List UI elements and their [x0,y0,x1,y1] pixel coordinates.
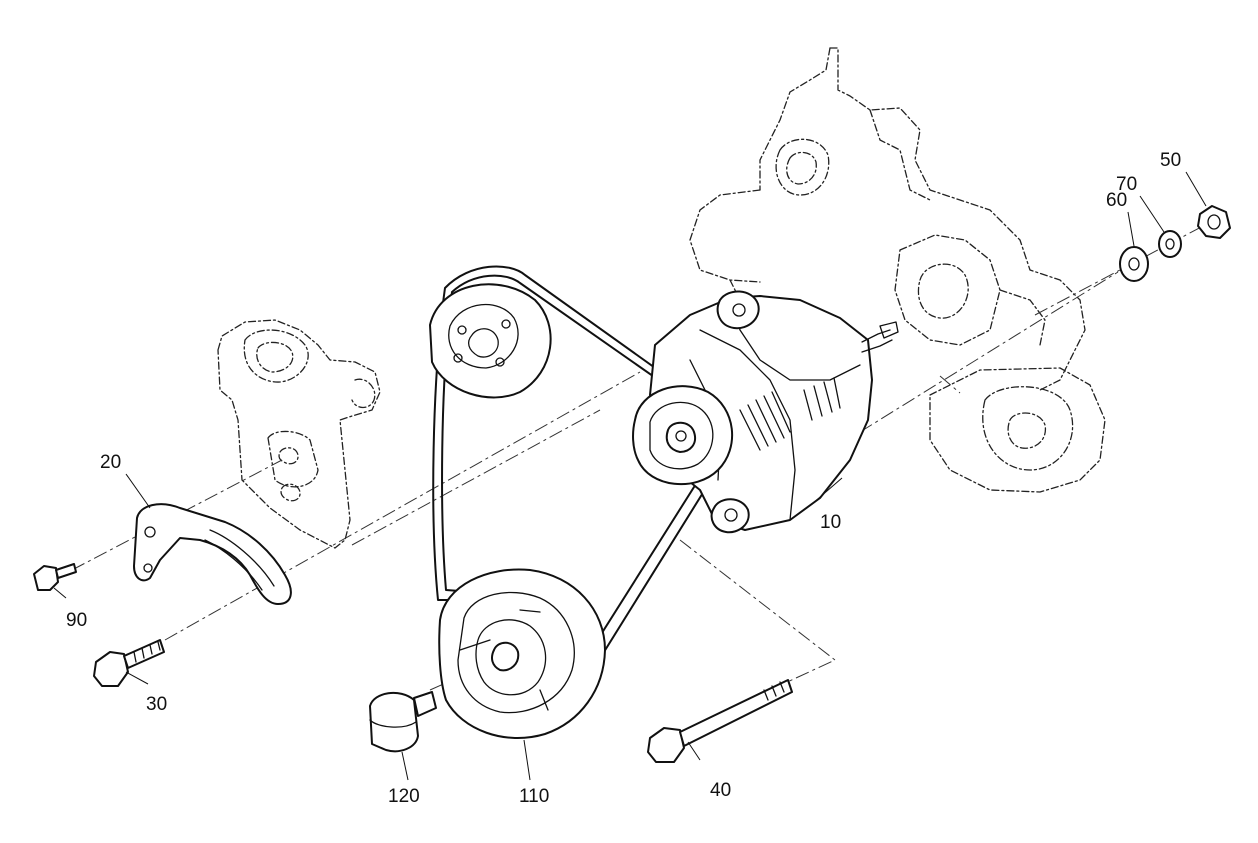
callout-40: 40 [710,780,731,801]
leader-20 [125,473,151,509]
callout-10: 10 [820,512,841,533]
bolt-120 [369,691,437,753]
callout-60: 60 [1106,190,1127,211]
thermostat-housing-ghost [217,319,381,549]
leader-70 [1139,195,1165,233]
adjusting-bracket [133,503,292,605]
washer-60 [1119,246,1149,282]
callout-70: 70 [1116,174,1137,195]
nut-50 [1197,205,1231,239]
callout-50: 50 [1160,150,1181,171]
callout-20: 20 [100,452,121,473]
engine-block-ghost [689,47,1106,493]
alternator [632,290,899,534]
leader-30 [125,671,149,685]
leader-10 [811,477,843,505]
crankshaft-pulley [438,568,606,739]
bolt-30 [93,639,165,687]
callout-labels: 10 20 30 40 50 60 70 90 110 120 [66,150,1181,807]
leader-50 [1185,171,1207,207]
leader-lines [53,171,1207,781]
callout-30: 30 [146,694,167,715]
callout-90: 90 [66,610,87,631]
leader-90 [53,587,67,599]
bolt-90 [33,563,77,591]
leader-120 [401,751,409,781]
bolt-40 [647,679,793,763]
callout-110: 110 [519,786,549,807]
leader-40 [687,741,701,761]
callout-120: 120 [388,786,420,807]
spring-washer-70 [1158,230,1182,258]
leader-60 [1127,211,1135,247]
leader-110 [523,739,531,781]
water-pump-pulley [429,283,552,399]
